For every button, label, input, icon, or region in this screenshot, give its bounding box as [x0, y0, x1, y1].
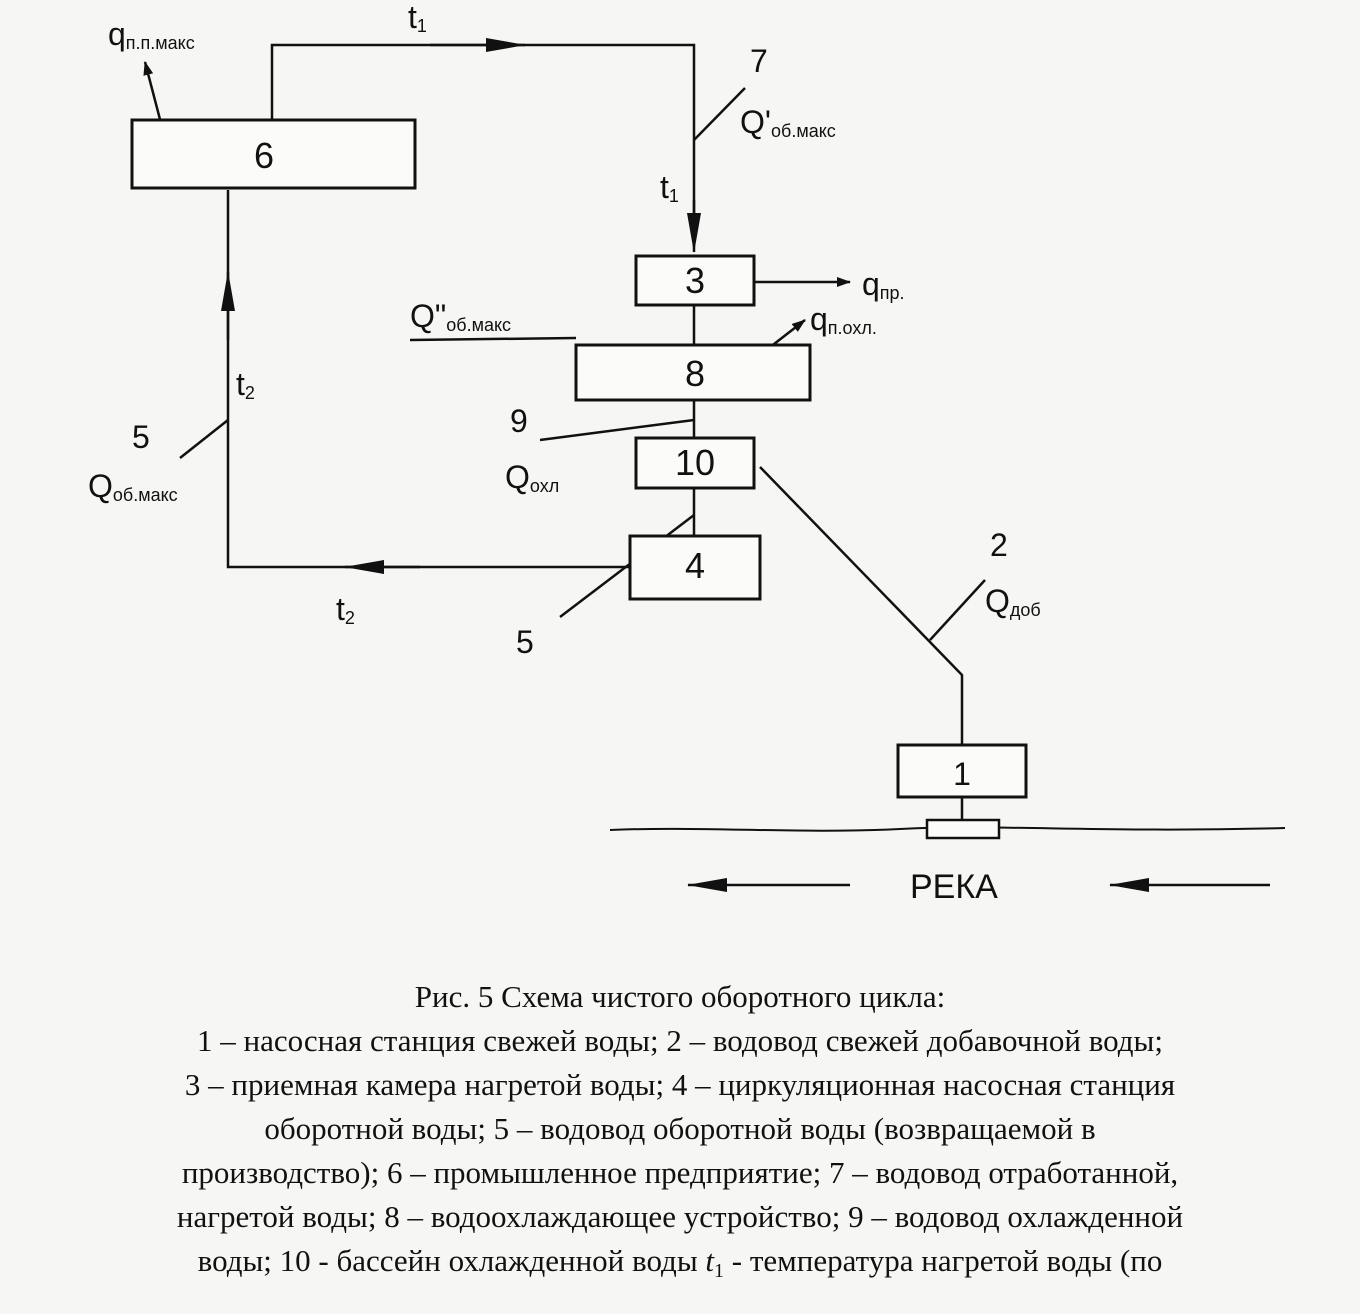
- block-4-label: 4: [685, 545, 705, 586]
- label-Qdbl: Q"об.макс: [410, 298, 511, 335]
- caption-text: - температура нагретой воды (по: [731, 1243, 1163, 1278]
- caption-text: воды; 10 - бассейн охлажденной воды: [197, 1243, 698, 1278]
- leader-Qdbl: [409, 336, 577, 342]
- caption-line: 1 – насосная станция свежей воды; 2 – во…: [197, 1023, 1163, 1058]
- block-3-label: 3: [685, 260, 705, 301]
- leader-5-left: [179, 419, 229, 459]
- label-7: 7: [750, 43, 768, 79]
- label-t2-bottom: t2: [336, 591, 355, 628]
- figure-caption: Рис. 5 Схема чистого оборотного цикла: 1…: [0, 975, 1360, 1293]
- label-5-bottom: 5: [516, 624, 534, 660]
- pipe-makeup: [759, 466, 964, 745]
- block-8: [574, 343, 812, 402]
- caption-line: воды; 10 - бассейн охлажденной воды t1 -…: [0, 1239, 1360, 1293]
- label-Q-ohl: Qохл: [505, 459, 559, 496]
- block-8-label: 8: [685, 353, 705, 394]
- label-t1-mid: t1: [660, 169, 679, 206]
- caption-line: производство); 6 – промышленное предприя…: [181, 1155, 1179, 1190]
- block-4: [628, 534, 762, 601]
- caption-variable: t: [705, 1243, 715, 1278]
- caption-line: нагретой воды; 8 – водоохлаждающее устро…: [176, 1199, 1184, 1234]
- block-3: [634, 254, 756, 307]
- label-q-pp: qп.п.макс: [108, 16, 195, 53]
- river-surface: [609, 826, 1286, 832]
- block-1: [896, 743, 1028, 799]
- label-q-pohl: qп.охл.: [810, 301, 877, 338]
- cycle-diagram: 6 3 8 10 4 1 qп.п.макс t1 7 Q'об.макс t1…: [88, 0, 1286, 906]
- label-t1-top: t1: [408, 0, 427, 36]
- block-10: [634, 436, 756, 490]
- label-2: 2: [990, 527, 1008, 563]
- block-1-label: 1: [953, 756, 971, 792]
- caption-line: 3 – приемная камера нагретой воды; 4 – ц…: [184, 1067, 1176, 1102]
- leader-2: [929, 579, 986, 641]
- leader-7: [693, 87, 746, 141]
- label-9: 9: [510, 403, 528, 439]
- label-Qprime: Q'об.макс: [740, 104, 836, 141]
- block-10-label: 10: [675, 442, 715, 483]
- label-t2-left: t2: [236, 366, 255, 403]
- block-6: [130, 118, 417, 190]
- label-5-left: 5: [132, 419, 150, 455]
- block-6-label: 6: [254, 135, 274, 176]
- caption-line: оборотной воды; 5 – водовод оборотной во…: [264, 1111, 1096, 1146]
- label-Q-dob: Qдоб: [985, 583, 1041, 620]
- caption-title: Рис. 5 Схема чистого оборотного цикла:: [414, 979, 946, 1014]
- label-q-pr: qпр.: [862, 266, 905, 303]
- label-Q-ob: Qоб.макс: [88, 468, 178, 505]
- caption-subscript: 1: [714, 1260, 725, 1282]
- label-river: РЕКА: [910, 868, 998, 906]
- leader-9: [539, 418, 695, 442]
- leader-5-bottom: [559, 514, 695, 618]
- intake-head: [925, 818, 1001, 840]
- pipe-return: [226, 190, 630, 569]
